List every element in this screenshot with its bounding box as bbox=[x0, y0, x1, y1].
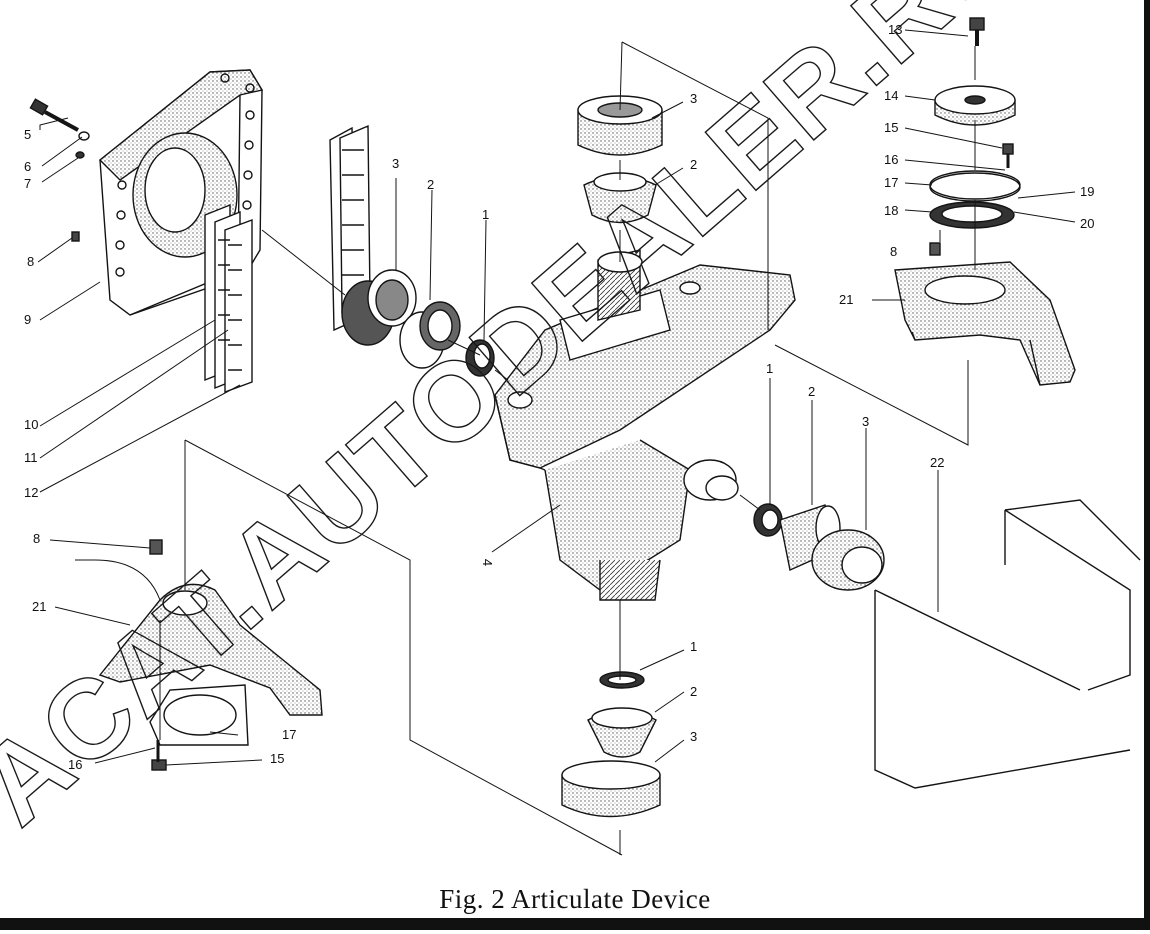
label-3-left: 3 bbox=[392, 156, 400, 171]
label-7: 7 bbox=[24, 176, 32, 191]
label-1-left: 1 bbox=[482, 207, 490, 222]
seal-ring-1-left bbox=[465, 339, 495, 377]
label-14: 14 bbox=[884, 88, 899, 103]
label-13: 13 bbox=[888, 22, 903, 37]
grease-nipple-8-left bbox=[149, 539, 163, 555]
label-10: 10 bbox=[24, 417, 39, 432]
washer-6 bbox=[78, 131, 90, 141]
label-5: 5 bbox=[24, 127, 32, 142]
label-21-bottom: 21 bbox=[32, 599, 47, 614]
scan-border-bottom bbox=[0, 918, 1150, 930]
bracket-21-bottom bbox=[98, 583, 323, 716]
central-hinge-body-4 bbox=[494, 249, 796, 601]
bearing-cup-3-right bbox=[811, 529, 885, 591]
label-11: 11 bbox=[24, 450, 38, 465]
bearing-cup-3-bottom bbox=[561, 760, 661, 818]
label-2-top: 2 bbox=[690, 157, 698, 172]
grease-nipple-8-right bbox=[929, 242, 941, 256]
label-8-left: 8 bbox=[33, 531, 41, 546]
label-15-bottom: 15 bbox=[270, 751, 285, 766]
label-2-left: 2 bbox=[427, 177, 435, 192]
label-6: 6 bbox=[24, 159, 32, 174]
label-16-bottom: 16 bbox=[68, 757, 83, 772]
label-8-flange: 8 bbox=[27, 254, 35, 269]
shim-18-top bbox=[929, 201, 1015, 229]
label-21-top: 21 bbox=[839, 292, 854, 307]
label-12: 12 bbox=[24, 485, 39, 500]
scan-border-right bbox=[1144, 0, 1150, 930]
label-2-right: 2 bbox=[808, 384, 816, 399]
label-17-top: 17 bbox=[884, 175, 899, 190]
bearing-cone-2-bottom bbox=[587, 707, 657, 758]
plate-17-bottom bbox=[149, 684, 249, 746]
label-20: 20 bbox=[1080, 216, 1095, 231]
bearing-cone-2-left bbox=[399, 301, 461, 369]
label-3-top: 3 bbox=[690, 91, 698, 106]
label-19: 19 bbox=[1080, 184, 1095, 199]
washer-7 bbox=[75, 151, 85, 159]
label-1-right: 1 bbox=[766, 361, 774, 376]
label-22: 22 bbox=[930, 455, 945, 470]
figure-caption: Fig. 2 Articulate Device bbox=[439, 884, 711, 914]
cap-14 bbox=[934, 85, 1016, 126]
label-3-bottom: 3 bbox=[690, 729, 698, 744]
bracket-21-top bbox=[894, 261, 1076, 386]
shims-middle bbox=[329, 124, 371, 332]
seal-ring-1-bottom bbox=[599, 671, 645, 689]
leader-lines bbox=[37, 29, 1076, 856]
label-4: 4 bbox=[480, 558, 496, 567]
label-16-top: 16 bbox=[884, 152, 899, 167]
shims-10-12 bbox=[204, 203, 253, 394]
bearing-cup-3-left bbox=[341, 269, 417, 346]
label-17-bottom: 17 bbox=[282, 727, 297, 742]
label-2-bottom: 2 bbox=[690, 684, 698, 699]
bearing-cone-2-top bbox=[583, 172, 657, 224]
bolt-15-top bbox=[1002, 143, 1014, 168]
bolt-5 bbox=[29, 98, 79, 132]
frame-22 bbox=[874, 499, 1141, 789]
label-8-right: 8 bbox=[890, 244, 898, 259]
plate-17-top bbox=[929, 170, 1021, 202]
label-3-right: 3 bbox=[862, 414, 870, 429]
bolt-13 bbox=[969, 17, 985, 46]
label-9: 9 bbox=[24, 312, 32, 327]
label-15-top: 15 bbox=[884, 120, 899, 135]
label-1-bottom: 1 bbox=[690, 639, 698, 654]
grease-nipple-8 bbox=[71, 231, 80, 242]
label-18: 18 bbox=[884, 203, 899, 218]
